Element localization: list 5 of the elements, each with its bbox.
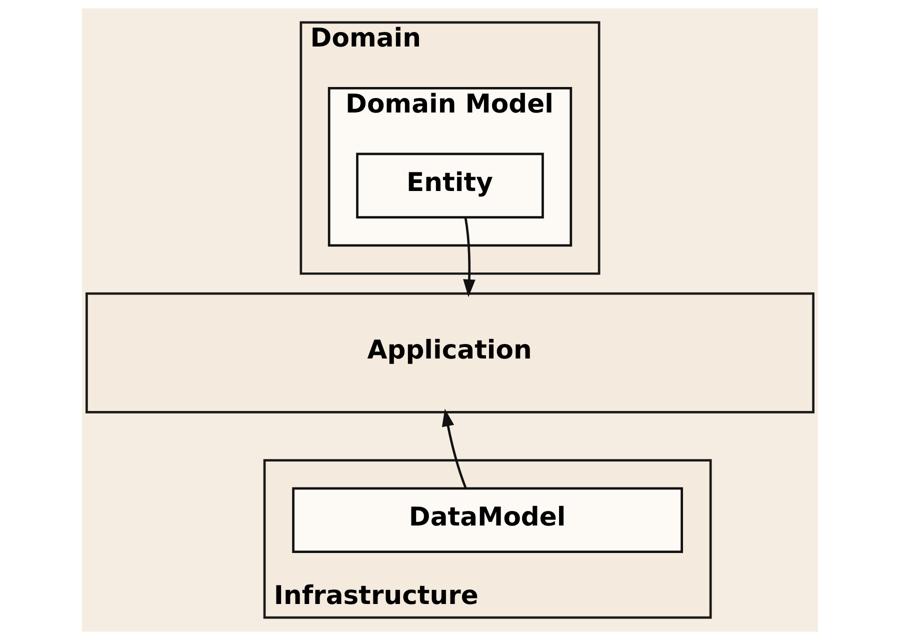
node-box: Application <box>85 292 814 414</box>
node-box: Entity <box>356 152 544 218</box>
node-box: DataModel <box>292 487 682 553</box>
arrow <box>441 408 466 489</box>
arrow <box>462 217 475 298</box>
